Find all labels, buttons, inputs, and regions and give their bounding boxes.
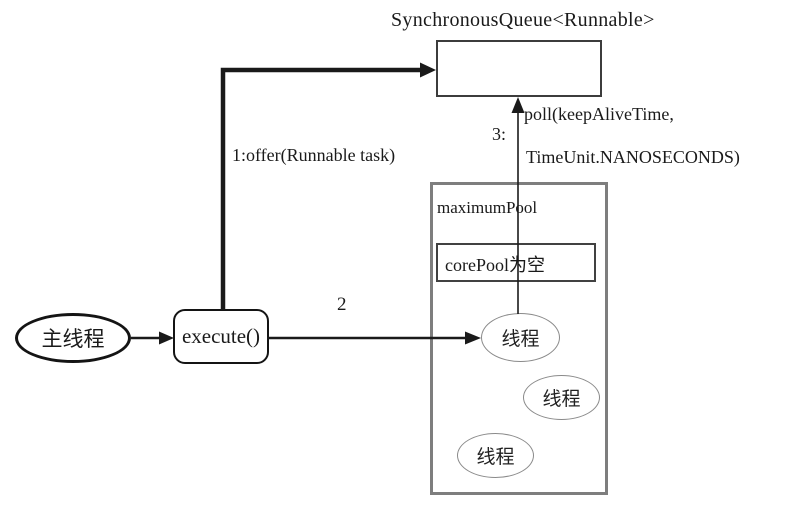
offer-elbow-arrow (220, 62, 436, 310)
step2-edge-label: 2 (337, 294, 347, 315)
thread-label: 线程 (476, 447, 515, 468)
thread-node: 线程 (523, 375, 600, 420)
execute-label: execute() (181, 324, 261, 348)
thread-label: 线程 (501, 329, 540, 350)
offer-edge-label: 1:offer(Runnable task) (232, 145, 396, 165)
synchronous-queue-box (436, 40, 602, 97)
thread-node: 线程 (481, 313, 560, 362)
thread-node: 线程 (457, 433, 534, 478)
synchronous-queue-title: SynchronousQueue<Runnable> (391, 9, 655, 31)
main-thread-label: 主线程 (41, 327, 105, 351)
poll-edge-label-line2: TimeUnit.NANOSECONDS) (526, 147, 740, 167)
step3-edge-label: 3: (492, 124, 507, 144)
main-to-execute-arrow (131, 331, 174, 345)
core-pool-box (436, 243, 596, 282)
execute-node: execute() (173, 309, 269, 364)
core-pool-label: corePool为空 (445, 255, 545, 275)
thread-label: 线程 (542, 389, 581, 410)
main-thread-node: 主线程 (15, 313, 131, 363)
poll-edge-label-line1: poll(keepAliveTime, (524, 104, 674, 124)
maximum-pool-label: maximumPool (437, 198, 538, 217)
